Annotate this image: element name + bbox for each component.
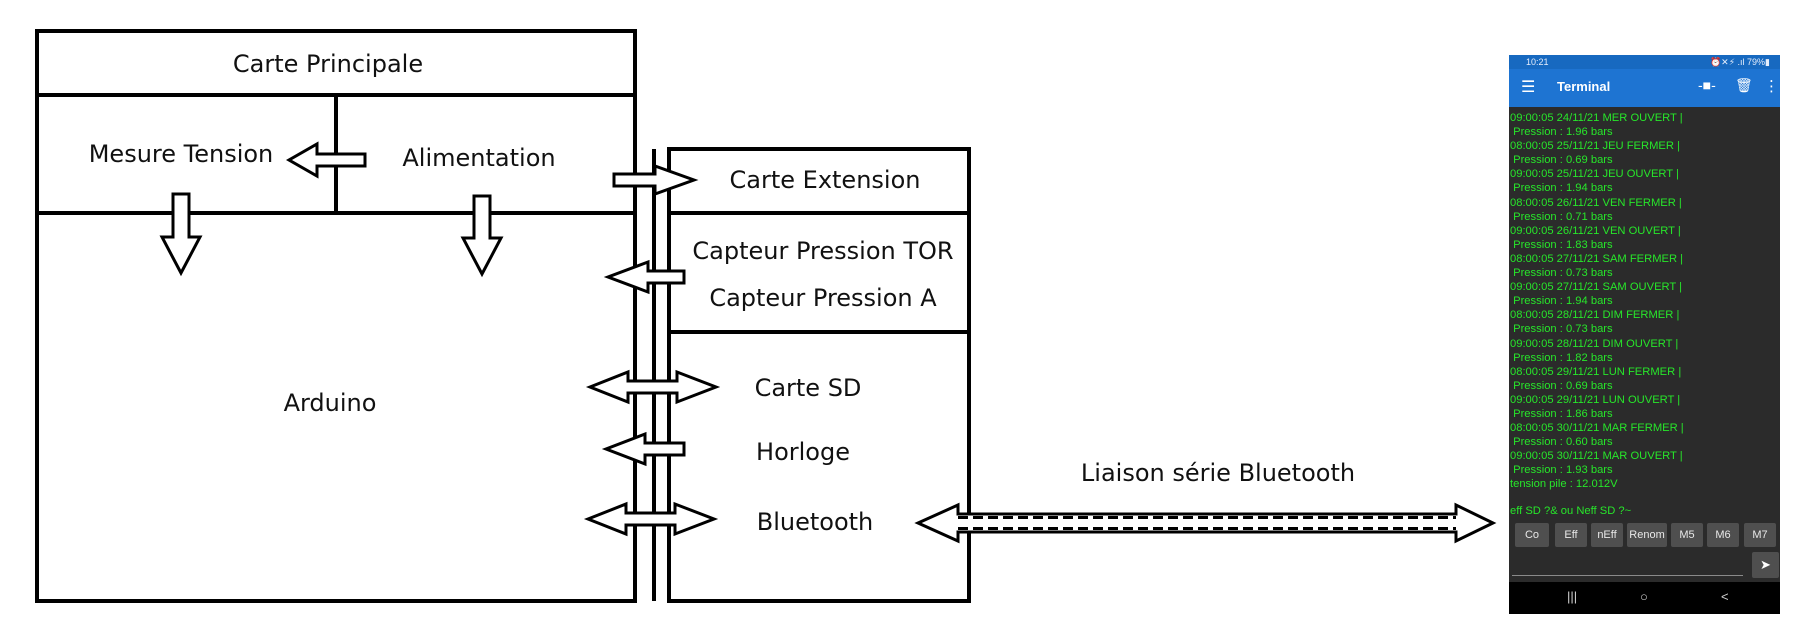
terminal-line: Pression : 0.69 bars — [1510, 379, 1613, 392]
terminal-line: Pression : 0.73 bars — [1510, 267, 1613, 280]
status-icons: ⏰✕⚡ .ıl 79%▮ — [1709, 57, 1770, 67]
terminal-line: Pression : 1.96 bars — [1510, 126, 1613, 139]
terminal-line: Pression : 1.86 bars — [1510, 407, 1613, 420]
terminal-line: Pression : 1.82 bars — [1510, 351, 1613, 364]
label-capteur-pression-tor: Capteur Pression TOR — [692, 237, 953, 265]
label-carte-principale: Carte Principale — [233, 50, 423, 78]
app-bar: ☰ Terminal -■- 🗑 ⋮ — [1509, 69, 1780, 107]
app-title: Terminal — [1557, 79, 1611, 94]
macro-button-co[interactable]: Co — [1515, 523, 1549, 547]
terminal-line: Pression : 0.69 bars — [1510, 154, 1613, 167]
terminal-line: 08:00:05 29/11/21 LUN FERMER | — [1510, 365, 1682, 378]
arrow-sd-bidirectional — [585, 369, 721, 405]
macro-button-m5[interactable]: M5 — [1671, 523, 1703, 547]
send-icon[interactable]: ➤ — [1752, 552, 1779, 578]
terminal-line: 09:00:05 25/11/21 JEU OUVERT | — [1510, 168, 1679, 181]
nav-back-icon[interactable]: < — [1721, 589, 1729, 604]
terminal-line: 08:00:05 26/11/21 VEN FERMER | — [1510, 196, 1682, 209]
trash-icon[interactable]: 🗑 — [1735, 77, 1753, 93]
hamburger-icon[interactable]: ☰ — [1521, 79, 1536, 96]
label-mesure-tension: Mesure Tension — [89, 140, 274, 168]
macro-button-eff[interactable]: Eff — [1555, 523, 1587, 547]
macro-button-m7[interactable]: M7 — [1744, 523, 1776, 547]
carte-extension-box — [667, 147, 971, 603]
label-carte-extension: Carte Extension — [730, 166, 921, 194]
terminal-line: 08:00:05 30/11/21 MAR FERMER | — [1510, 422, 1684, 435]
terminal-line: 08:00:05 25/11/21 JEU FERMER | — [1510, 140, 1680, 153]
terminal-output: 09:00:05 24/11/21 MER OUVERT | Pression … — [1510, 111, 1778, 492]
label-carte-sd: Carte SD — [755, 374, 862, 402]
carte-principale-box — [35, 29, 637, 603]
status-time: 10:21 — [1526, 57, 1549, 67]
arrow-mesure-to-arduino — [159, 192, 203, 277]
arrow-horloge-to-arduino — [601, 431, 686, 467]
arrow-capteurs-to-arduino — [603, 259, 686, 295]
connect-plug-icon[interactable]: -■- — [1698, 77, 1716, 93]
terminal-line: tension pile : 12.012V — [1510, 478, 1618, 491]
phone-screenshot: 10:21 ⏰✕⚡ .ıl 79%▮ ☰ Terminal -■- 🗑 ⋮ 09… — [1509, 55, 1780, 614]
arrow-bluetooth-bidirectional — [583, 501, 719, 537]
terminal-line: 08:00:05 27/11/21 SAM FERMER | — [1510, 252, 1684, 265]
terminal-line: Pression : 0.73 bars — [1510, 323, 1613, 336]
more-vert-icon[interactable]: ⋮ — [1764, 78, 1779, 95]
terminal-line: Pression : 1.93 bars — [1510, 464, 1613, 477]
terminal-line: 09:00:05 26/11/21 VEN OUVERT | — [1510, 224, 1681, 237]
terminal-line: Pression : 1.83 bars — [1510, 238, 1613, 251]
macro-button-renom[interactable]: Renom — [1627, 523, 1667, 547]
terminal-line: Pression : 0.60 bars — [1510, 436, 1613, 449]
label-alimentation: Alimentation — [402, 144, 555, 172]
arrow-alim-to-arduino — [460, 194, 504, 278]
label-bluetooth: Bluetooth — [757, 508, 874, 536]
terminal-line: Pression : 0.71 bars — [1510, 210, 1613, 223]
terminal-line: 09:00:05 27/11/21 SAM OUVERT | — [1510, 281, 1683, 294]
android-nav-bar: ||| ○ < — [1509, 582, 1780, 614]
label-capteur-pression-a: Capteur Pression A — [709, 284, 937, 312]
send-input[interactable] — [1512, 575, 1743, 576]
terminal-line: 09:00:05 24/11/21 MER OUVERT | — [1510, 112, 1683, 124]
arrow-liaison-bluetooth — [914, 502, 1497, 544]
nav-home-icon[interactable]: ○ — [1640, 589, 1648, 604]
bus-lines — [633, 149, 656, 601]
terminal-line: 08:00:05 28/11/21 DIM FERMER | — [1510, 309, 1680, 322]
macro-button-m6[interactable]: M6 — [1707, 523, 1739, 547]
arrow-alim-to-mesure — [285, 141, 367, 179]
label-liaison-serie-bluetooth: Liaison série Bluetooth — [1081, 459, 1355, 487]
terminal-line: 09:00:05 29/11/21 LUN OUVERT | — [1510, 393, 1681, 406]
label-arduino: Arduino — [284, 389, 377, 417]
terminal-line: Pression : 1.94 bars — [1510, 295, 1613, 308]
macro-button-neff[interactable]: nEff — [1591, 523, 1623, 547]
terminal-prompt: eff SD ?& ou Neff SD ?~ — [1510, 505, 1632, 517]
label-horloge: Horloge — [756, 438, 850, 466]
terminal-line: 09:00:05 30/11/21 MAR OUVERT | — [1510, 450, 1683, 463]
arrow-alim-to-extension — [612, 163, 699, 197]
status-bar: 10:21 ⏰✕⚡ .ıl 79%▮ — [1509, 55, 1780, 69]
nav-recents-icon[interactable]: ||| — [1567, 589, 1578, 604]
terminal-line: Pression : 1.94 bars — [1510, 182, 1613, 195]
terminal-line: 09:00:05 28/11/21 DIM OUVERT | — [1510, 337, 1679, 350]
